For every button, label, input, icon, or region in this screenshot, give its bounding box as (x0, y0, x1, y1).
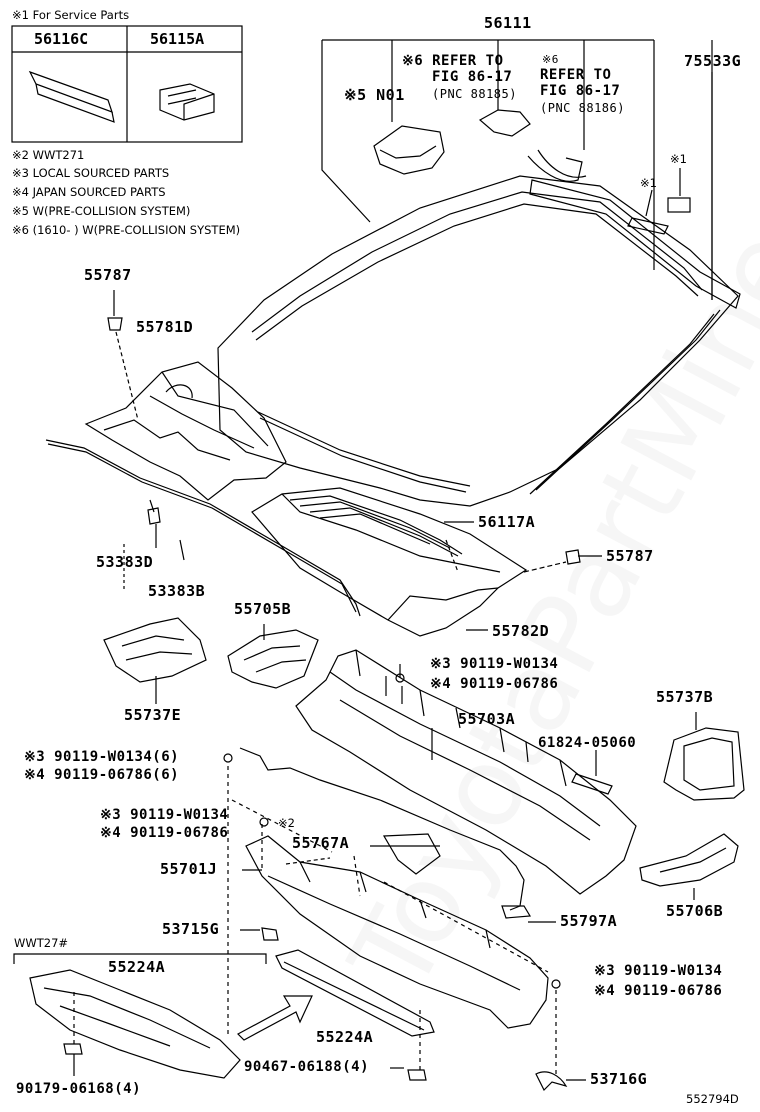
label-56111: 56111 (484, 14, 532, 32)
part-55782d (251, 487, 528, 637)
note-5: ※5 W(PRE-COLLISION SYSTEM) (12, 204, 191, 218)
part-55701j (245, 835, 549, 1029)
label-53715g: 53715G (162, 920, 220, 938)
label-bolt3-b: ※3 90119-W0134(6) (24, 749, 180, 765)
part-55705b (227, 629, 319, 689)
label-55705b: 55705B (234, 600, 292, 618)
note-2: ※2 WWT271 (12, 148, 85, 162)
label-bolt4-d: ※4 90119-06786 (594, 983, 723, 999)
part-55703a (295, 649, 637, 895)
label-55781d: 55781D (136, 318, 194, 336)
label-wwt27: WWT27# (14, 936, 69, 950)
label-55224a-left: 55224A (108, 958, 166, 976)
label-55782d: 55782D (492, 622, 550, 640)
label-55706b: 55706B (666, 902, 724, 920)
label-55767a: 55767A (292, 834, 350, 852)
note-4: ※4 JAPAN SOURCED PARTS (12, 185, 166, 199)
mark-1b: ※1 (640, 176, 657, 190)
label-bolt4-b: ※4 90119-06786(6) (24, 767, 180, 783)
label-53383b: 53383B (148, 582, 206, 600)
label-55701j: 55701J (160, 860, 218, 878)
service-part-56115a: 56115A (150, 30, 205, 48)
label-55224a-right: 55224A (316, 1028, 374, 1046)
ref1-line1: ※6 REFER TO (402, 53, 504, 69)
label-bolt3-a: ※3 90119-W0134 (430, 656, 559, 672)
direction-arrow (237, 995, 313, 1041)
label-bolt4-c: ※4 90119-06786 (100, 825, 229, 841)
ref2-line4: (PNC 88186) (540, 101, 625, 115)
label-bolt3-c: ※3 90119-W0134 (100, 807, 229, 823)
part-55706b (639, 833, 739, 887)
label-55737b: 55737B (656, 688, 714, 706)
label-75533g: 75533G (684, 52, 742, 70)
ref2-line1: ※6 (542, 53, 559, 66)
label-bolt3-d: ※3 90119-W0134 (594, 963, 723, 979)
label-53716g: 53716G (590, 1070, 648, 1088)
ref2-line2: REFER TO (540, 67, 612, 83)
label-90179-06168: 90179-06168(4) (16, 1081, 142, 1097)
service-box-title: ※1 For Service Parts (12, 8, 130, 22)
part-55797a (239, 747, 525, 911)
figure-number: 552794D (686, 1092, 739, 1106)
mark-1a: ※1 (670, 152, 687, 166)
windshield-glass (217, 175, 739, 507)
label-55787-right: 55787 (606, 547, 654, 565)
label-56117a: 56117A (478, 513, 536, 531)
note-3: ※3 LOCAL SOURCED PARTS (12, 166, 170, 180)
label-90467-06188: 90467-06188(4) (244, 1059, 370, 1075)
part-55224a-left (29, 969, 241, 1079)
note-6: ※6 (1610- ) W(PRE-COLLISION SYSTEM) (12, 223, 241, 237)
label-53383d: 53383D (96, 553, 154, 571)
part-55737b (663, 727, 745, 801)
part-55781d (84, 361, 287, 501)
ref1-line2: FIG 86-17 (432, 69, 513, 85)
label-55797a: 55797A (560, 912, 618, 930)
part-55737e (103, 617, 207, 683)
part-56115a-sketch (159, 83, 215, 121)
ref1-line3: (PNC 88185) (432, 87, 517, 101)
label-n01: ※5 N01 (344, 86, 405, 104)
part-55224a-right (275, 949, 435, 1037)
ref2-line3: FIG 86-17 (540, 83, 621, 99)
label-55703a: 55703A (458, 710, 516, 728)
label-55737e: 55737E (124, 706, 182, 724)
mark-2: ※2 (278, 816, 295, 830)
label-55787-top: 55787 (84, 266, 132, 284)
label-bolt4-a: ※4 90119-06786 (430, 676, 559, 692)
service-part-56116c: 56116C (34, 30, 89, 48)
label-61824-05060: 61824-05060 (538, 735, 637, 751)
part-n01-bracket (373, 125, 445, 175)
